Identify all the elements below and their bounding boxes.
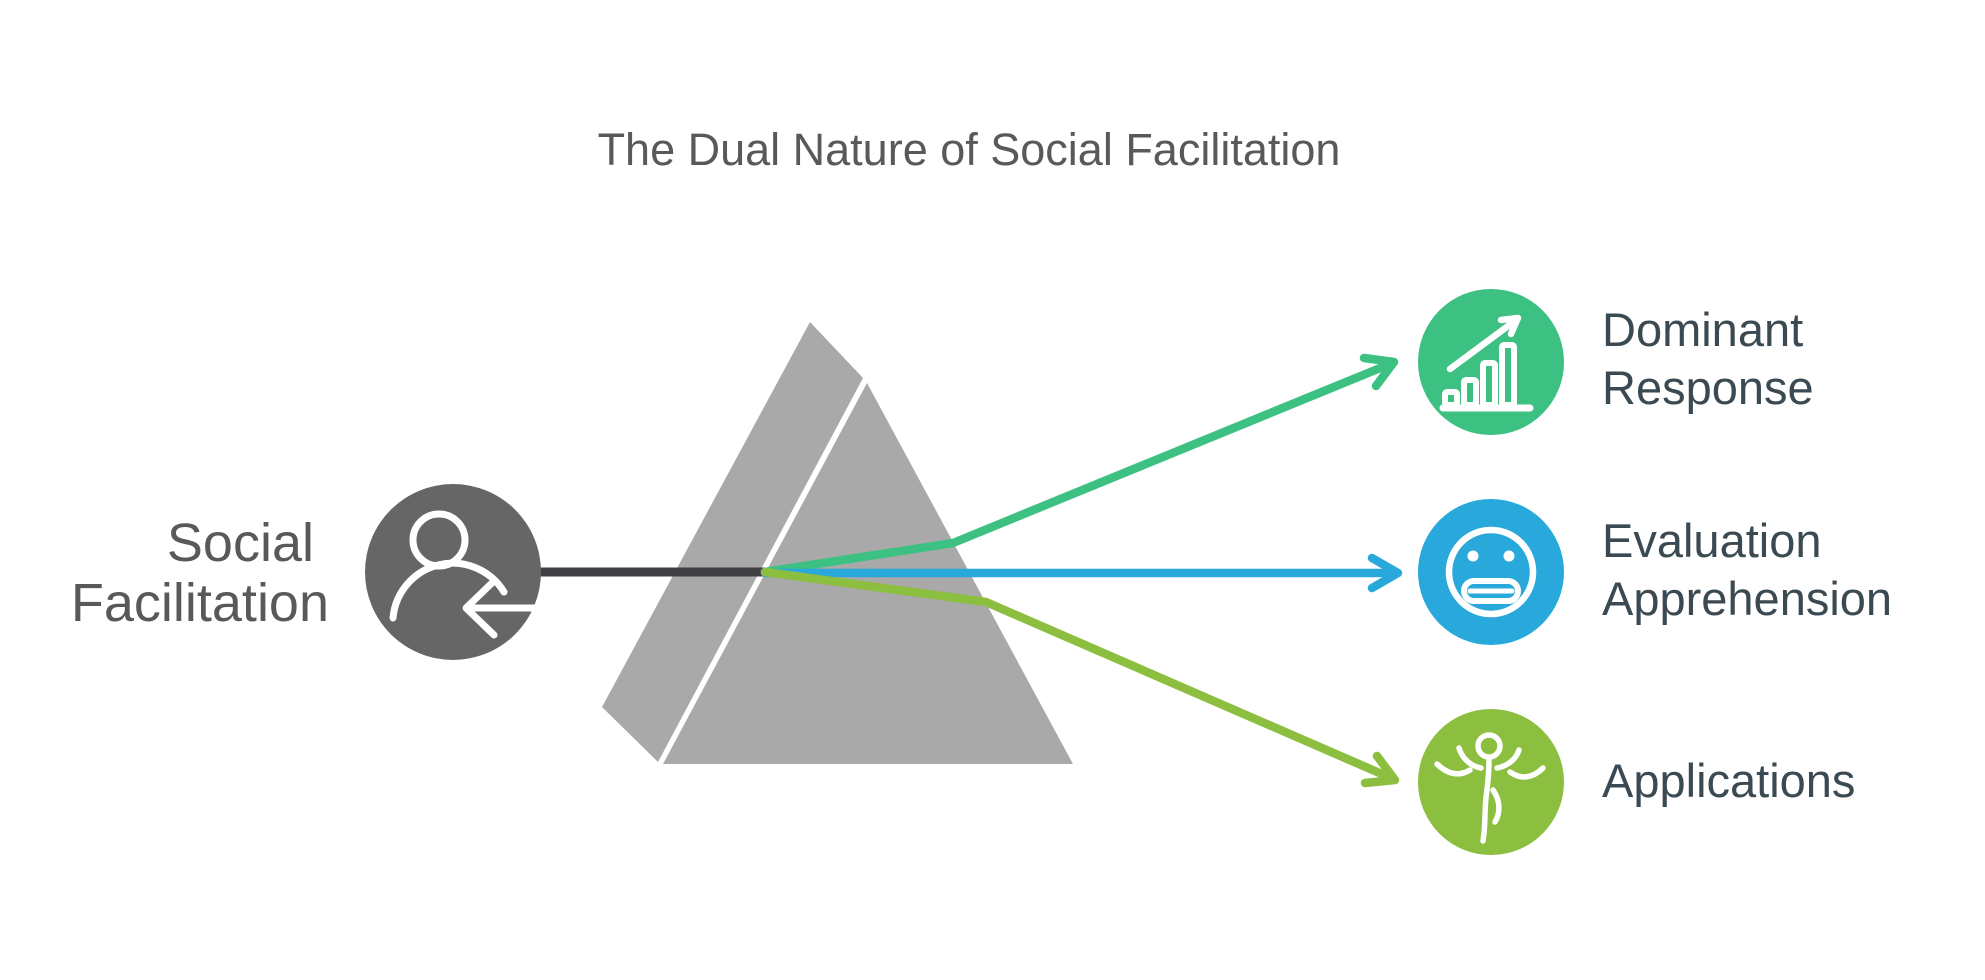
evaluation-label-line2: Apprehension bbox=[1602, 572, 1892, 625]
source-label: Social Facilitation bbox=[71, 513, 329, 633]
applications-label-line1: Applications bbox=[1602, 754, 1855, 807]
applications-circle bbox=[1418, 709, 1564, 855]
chart-bar-2 bbox=[1461, 377, 1479, 408]
grimace-face-icon bbox=[1445, 526, 1537, 618]
prism bbox=[602, 322, 1073, 764]
chart-bar-4 bbox=[1499, 342, 1517, 408]
winner-arm-right bbox=[1494, 747, 1522, 771]
finish-line-winner-icon bbox=[1434, 732, 1546, 844]
page-title: The Dual Nature of Social Facilitation bbox=[598, 124, 1341, 175]
finish-tape-right bbox=[1507, 765, 1546, 780]
source-label-line1: Social bbox=[167, 513, 314, 573]
winner-torso bbox=[1484, 758, 1492, 793]
evaluation-label-line1: Evaluation bbox=[1602, 514, 1822, 567]
applications-label: Applications bbox=[1602, 754, 1855, 807]
chart-bar-1 bbox=[1442, 389, 1460, 408]
face-mouth bbox=[1461, 578, 1521, 604]
arrow-head bbox=[462, 577, 498, 639]
arrowhead-applications-icon bbox=[1360, 751, 1400, 788]
arrowhead-dominant-icon bbox=[1359, 353, 1399, 391]
beam-applications bbox=[760, 567, 1396, 783]
bar-chart-rising-icon bbox=[1439, 314, 1534, 412]
source-badge bbox=[365, 484, 553, 660]
trend-arrow-head bbox=[1497, 314, 1522, 338]
dominant-label: Dominant Response bbox=[1602, 303, 1816, 414]
finish-tape-left bbox=[1434, 761, 1473, 777]
output-badge-dominant bbox=[1418, 289, 1564, 435]
chart-bar-3 bbox=[1480, 360, 1498, 408]
output-badge-evaluation bbox=[1418, 499, 1564, 645]
dominant-label-line2: Response bbox=[1602, 361, 1814, 414]
arrowhead-evaluation-icon bbox=[1367, 553, 1403, 593]
person-shoulders bbox=[389, 559, 508, 622]
source-circle bbox=[365, 484, 541, 660]
trend-arrow-shaft bbox=[1446, 319, 1516, 373]
beams bbox=[533, 353, 1403, 788]
face-eye-right bbox=[1503, 550, 1515, 562]
winner-leg-back bbox=[1490, 787, 1502, 825]
winner-head bbox=[1475, 732, 1503, 760]
face-outline bbox=[1445, 526, 1537, 618]
person-arrow-icon bbox=[389, 510, 553, 639]
prism-left-facet bbox=[602, 322, 863, 762]
winner-leg-front bbox=[1480, 787, 1490, 844]
source-label-line2: Facilitation bbox=[71, 573, 329, 633]
evaluation-circle bbox=[1418, 499, 1564, 645]
face-eye-left bbox=[1467, 550, 1479, 562]
output-badge-applications bbox=[1418, 709, 1564, 855]
dominant-label-line1: Dominant bbox=[1602, 303, 1803, 356]
evaluation-label: Evaluation Apprehension bbox=[1602, 514, 1892, 625]
winner-arm-left bbox=[1456, 745, 1484, 771]
beam-dominant bbox=[760, 359, 1395, 577]
